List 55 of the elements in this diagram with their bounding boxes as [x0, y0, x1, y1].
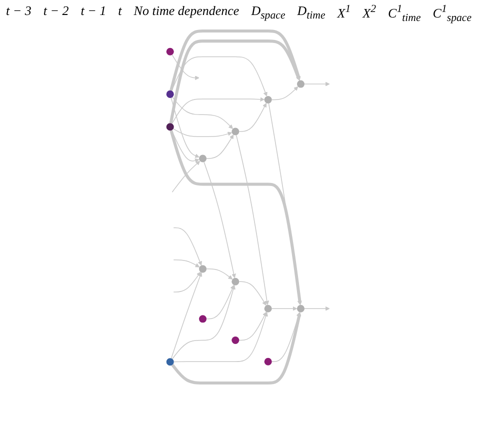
arrow	[171, 160, 200, 192]
arrow	[238, 102, 266, 132]
circle-node	[198, 315, 206, 323]
arrow	[206, 284, 234, 320]
circle-node	[231, 128, 239, 136]
axis-label: t	[118, 3, 122, 20]
arrow	[172, 272, 200, 292]
arrow	[172, 227, 202, 266]
axis-label: D$_{time}$	[297, 3, 326, 24]
circle-node	[166, 48, 174, 56]
arrow	[270, 312, 300, 362]
arrow	[203, 162, 236, 278]
circle-node	[264, 358, 272, 366]
circle-node	[166, 358, 174, 366]
arrow	[172, 96, 232, 129]
arrow	[170, 312, 301, 384]
axis-label: t − 2	[43, 3, 69, 20]
axis-label: X$^{1}$	[337, 3, 351, 22]
arrow	[172, 284, 235, 360]
circle-node	[231, 336, 239, 344]
arrow	[304, 306, 330, 311]
arrow	[170, 97, 199, 158]
arrow	[206, 268, 232, 280]
axis-label: D$_{space}$	[251, 3, 286, 24]
axis-label: t − 3	[6, 3, 32, 20]
arrow	[304, 82, 330, 86]
arrow	[169, 29, 300, 91]
circle-node	[166, 123, 174, 131]
circle-node	[166, 90, 174, 98]
arrow	[172, 128, 232, 137]
arrow	[173, 312, 268, 362]
circle-node	[231, 278, 239, 286]
arrow	[270, 306, 297, 311]
arrow	[170, 56, 267, 96]
circle-node	[264, 304, 272, 312]
arrow	[170, 130, 199, 163]
axis-label: No time dependence	[134, 3, 240, 20]
arrow	[206, 134, 234, 159]
arrow	[270, 86, 298, 100]
circle-node	[296, 304, 304, 312]
axis-label: X$^{2}$	[362, 3, 376, 22]
arrow	[170, 272, 202, 359]
arrow	[238, 312, 266, 341]
circle-node	[296, 80, 304, 88]
arrow	[172, 259, 200, 268]
arrow	[235, 134, 269, 306]
arrow	[268, 102, 302, 305]
circle-node	[264, 96, 272, 104]
arrow	[238, 281, 266, 306]
arrow	[168, 39, 300, 124]
circle-node	[198, 154, 206, 162]
arrow	[171, 97, 264, 124]
circle-node	[198, 265, 206, 273]
axis-label: t − 1	[80, 3, 106, 20]
arrow	[171, 54, 199, 80]
